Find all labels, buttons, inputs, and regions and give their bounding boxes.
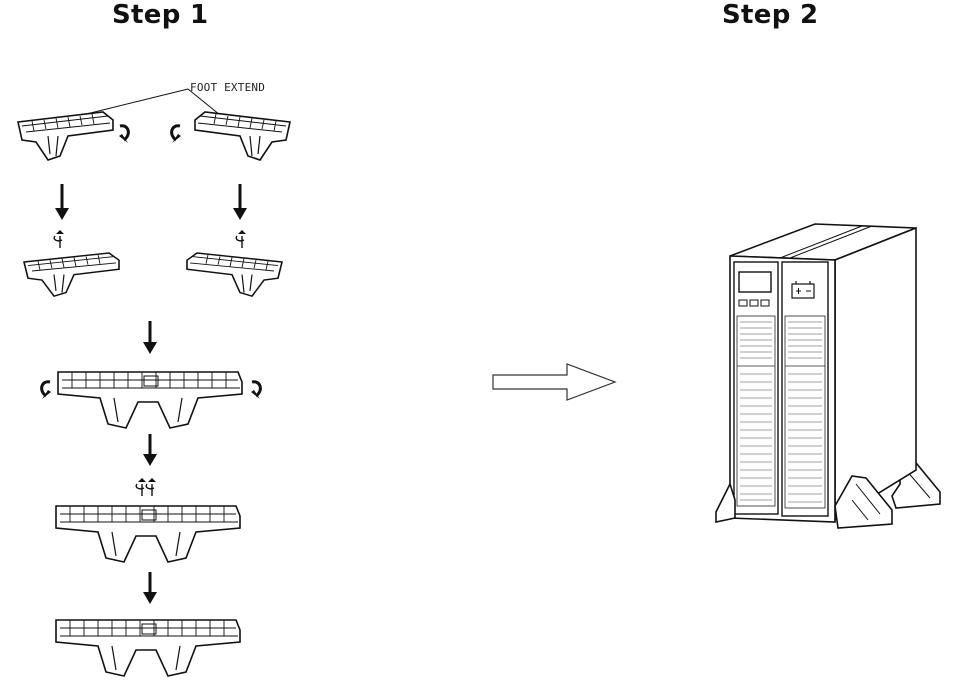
foot-joined-row3 xyxy=(57,371,243,429)
rotate-arrow-icon xyxy=(249,380,262,401)
ups-tower-unit xyxy=(715,223,941,529)
hollow-right-arrow-icon xyxy=(492,363,617,401)
rotate-arrow-icon xyxy=(40,380,53,401)
foot-joined-final xyxy=(55,619,241,677)
battery-icon xyxy=(791,281,815,299)
foot-extend-label: FOOT EXTEND xyxy=(190,81,266,94)
step-2-title: Step 2 xyxy=(722,0,819,30)
foot-joined-row4 xyxy=(55,505,241,563)
step-1-title: Step 1 xyxy=(112,0,209,30)
down-arrow-icon xyxy=(143,434,157,466)
rotate-arrow-icon xyxy=(170,124,183,145)
screw-icon xyxy=(53,229,65,249)
screw-icon xyxy=(235,229,247,249)
foot-half-right-row2 xyxy=(186,252,283,298)
down-arrow-icon xyxy=(233,184,247,220)
down-arrow-icon xyxy=(143,572,157,604)
screw-icon xyxy=(145,477,157,497)
down-arrow-icon xyxy=(55,184,69,220)
foot-half-left-row1 xyxy=(17,111,114,161)
rotate-arrow-icon xyxy=(117,124,130,145)
screw-icon xyxy=(135,477,147,497)
foot-half-left-row2 xyxy=(23,252,120,298)
down-arrow-icon xyxy=(143,321,157,354)
foot-half-right-row1 xyxy=(194,111,291,161)
